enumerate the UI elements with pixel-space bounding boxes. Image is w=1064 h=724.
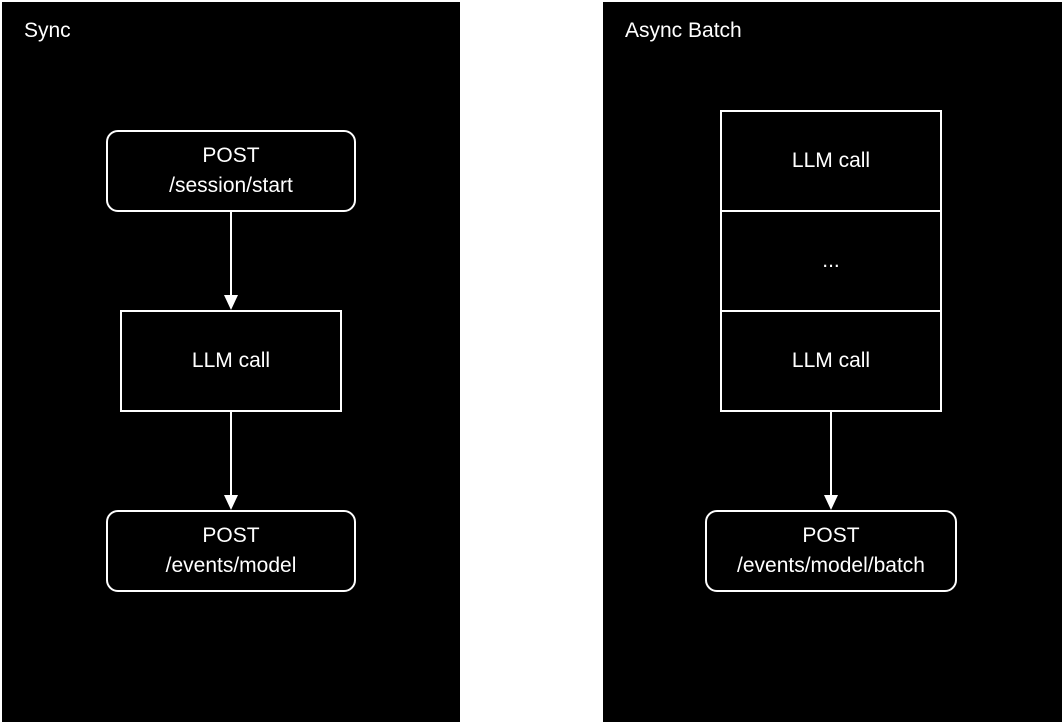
sync-panel-title: Sync xyxy=(24,19,71,42)
async-panel-title: Async Batch xyxy=(625,19,742,42)
events-model-batch-method: POST xyxy=(802,524,860,547)
events-model-method: POST xyxy=(202,524,260,547)
sync-llm-call-node: LLM call xyxy=(120,310,342,412)
events-model-node: POST /events/model xyxy=(106,510,356,592)
arrow-llm-to-events-head xyxy=(224,495,238,510)
sync-llm-call-label: LLM call xyxy=(191,349,271,372)
events-model-batch-node: POST /events/model/batch xyxy=(705,510,957,592)
events-model-path: /events/model xyxy=(165,554,297,577)
arrow-start-to-llm-head xyxy=(224,295,238,310)
sync-arrows xyxy=(224,212,238,510)
session-start-path: /session/start xyxy=(169,174,293,197)
session-start-method: POST xyxy=(202,144,260,167)
events-model-batch-path: /events/model/batch xyxy=(737,554,925,577)
batched-llm-calls-stack: LLM call ... LLM call xyxy=(720,110,942,412)
session-start-node: POST /session/start xyxy=(106,130,356,212)
async-batch-panel: Async Batch LLM call ... LLM call POST /… xyxy=(603,2,1062,722)
sync-panel: Sync POST /session/start LLM call POST /… xyxy=(2,2,460,722)
async-arrows xyxy=(824,412,838,510)
arrow-stack-to-batch-head xyxy=(824,495,838,510)
stack-llm-call-last: LLM call xyxy=(720,310,942,412)
